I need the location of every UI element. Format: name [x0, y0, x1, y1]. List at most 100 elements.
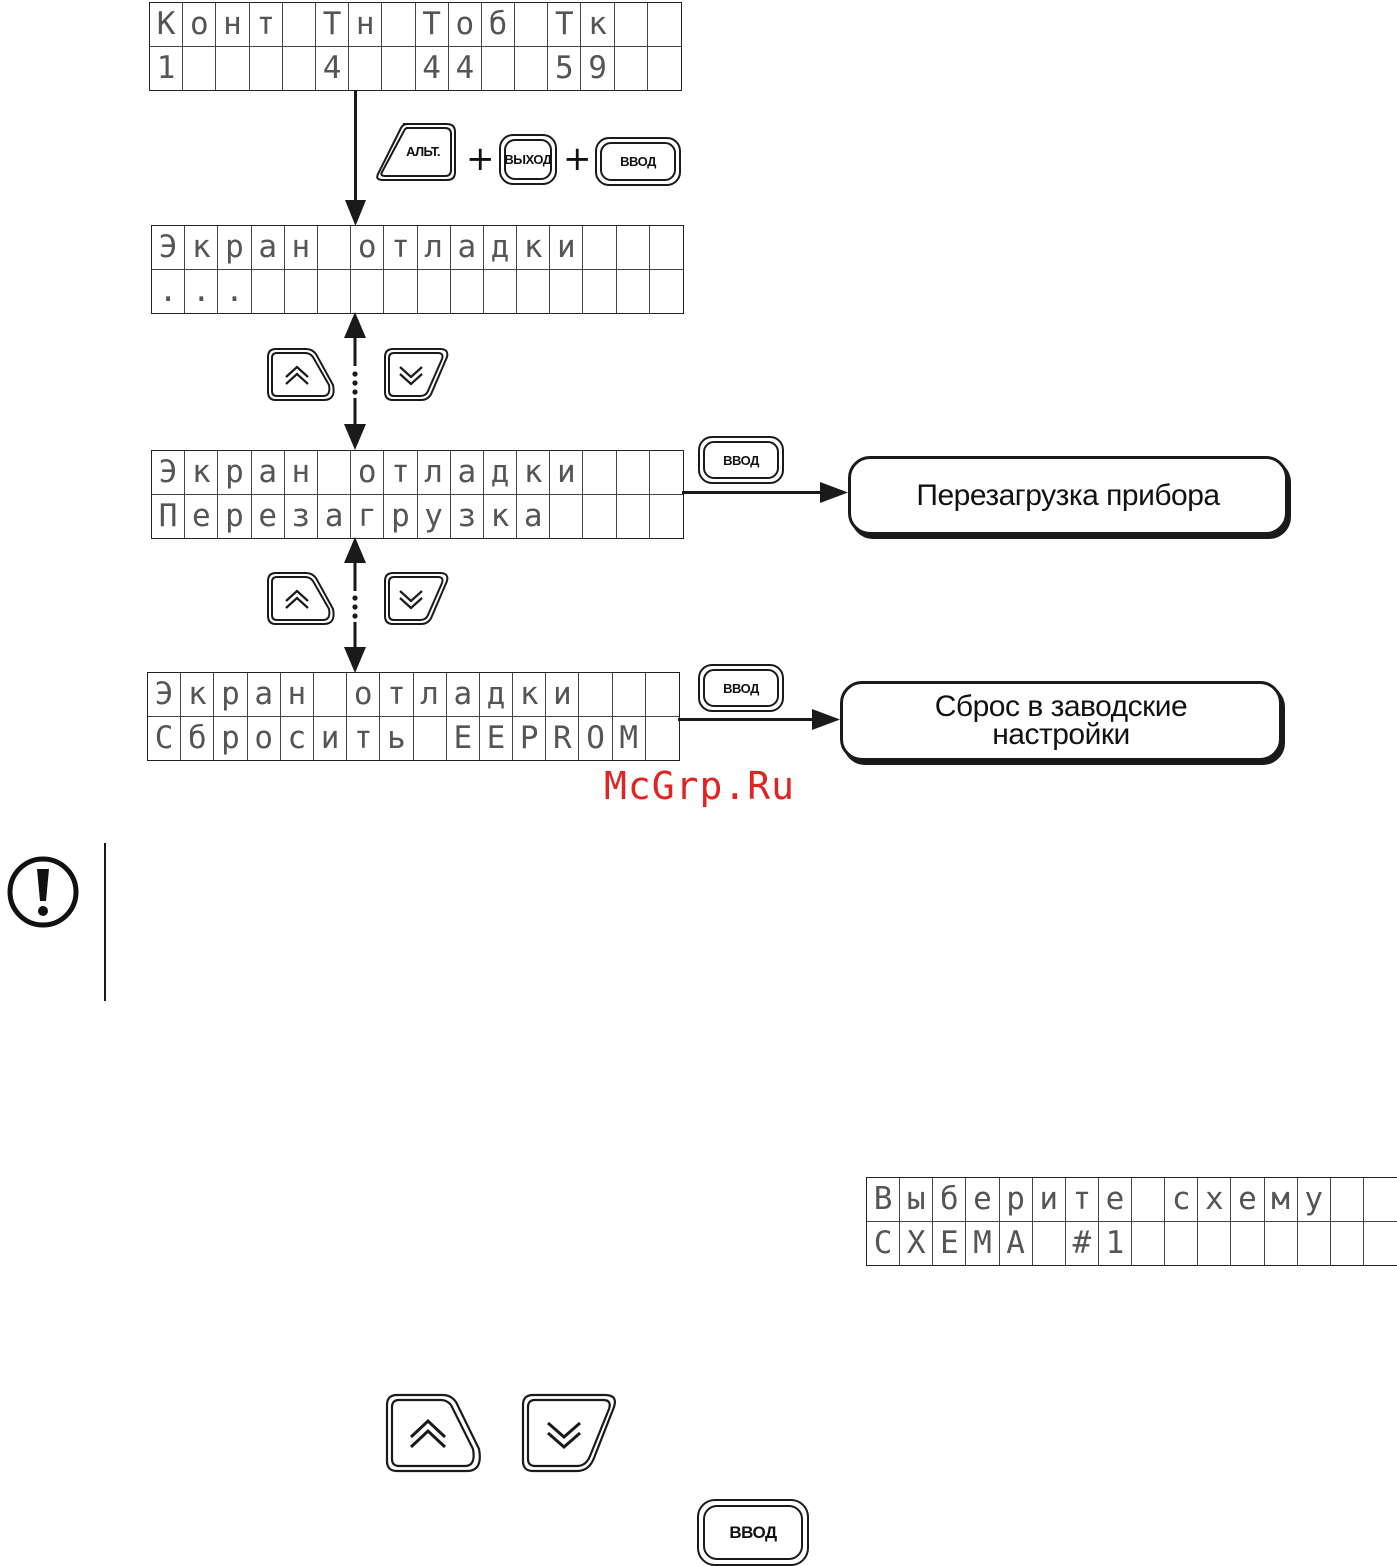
lcd-cell: ь — [380, 717, 413, 760]
down-key-1[interactable] — [383, 347, 450, 402]
lcd-cell — [1331, 1178, 1364, 1222]
lcd-cell: а — [451, 226, 484, 270]
lcd-cell — [517, 270, 550, 313]
lcd-cell: л — [418, 451, 451, 495]
lcd-cell: Т — [316, 3, 349, 47]
lcd-cell: Э — [152, 226, 185, 270]
lcd-cell: к — [484, 495, 517, 538]
lcd-cell: н — [285, 226, 318, 270]
lcd-cell: е — [1099, 1178, 1132, 1222]
lcd-cell: х — [1198, 1178, 1231, 1222]
lcd-cell — [351, 270, 384, 313]
lcd-cell: E — [480, 717, 513, 760]
lcd-cell: E — [447, 717, 480, 760]
lcd-cell: р — [218, 226, 251, 270]
enter-key-reset[interactable]: ВВОД — [698, 664, 784, 712]
lcd-cell — [318, 226, 351, 270]
lcd-cell: у — [418, 495, 451, 538]
lcd-cell: а — [517, 495, 550, 538]
lcd-cell — [583, 495, 616, 538]
lcd-cell: у — [1298, 1178, 1331, 1222]
lcd-cell — [418, 270, 451, 313]
lcd-cell: 4 — [416, 47, 449, 90]
lcd-cell: с — [281, 717, 314, 760]
alt-key[interactable]: АЛЬТ. — [373, 122, 457, 182]
lcd-cell — [314, 673, 347, 717]
lcd-cell — [579, 673, 612, 717]
lcd-cell: А — [1000, 1222, 1033, 1265]
lcd-cell: С — [867, 1222, 900, 1265]
lcd-cell: д — [484, 451, 517, 495]
lcd-cell — [617, 226, 650, 270]
lcd-cell — [650, 495, 683, 538]
lcd-cell: Е — [933, 1222, 966, 1265]
lcd-cell: о — [351, 226, 384, 270]
lcd-cell: а — [252, 226, 285, 270]
lcd-cell: р — [384, 495, 417, 538]
lcd-cell — [617, 451, 650, 495]
lcd-cell — [318, 451, 351, 495]
lcd-cell — [615, 47, 648, 90]
down-key-2[interactable] — [383, 571, 450, 626]
lcd-cell: р — [218, 495, 251, 538]
enter-key-label: ВВОД — [723, 453, 759, 468]
lcd-cell: р — [214, 673, 247, 717]
lcd-cell: M — [613, 717, 646, 760]
lcd-cell: л — [418, 226, 451, 270]
lcd-cell: о — [347, 673, 380, 717]
lcd-cell: 1 — [150, 47, 183, 90]
lcd-cell — [1132, 1178, 1165, 1222]
enter-key-combo[interactable]: ВВОД — [595, 137, 681, 186]
lcd-cell: о — [183, 3, 216, 47]
lcd-cell: е — [1231, 1178, 1264, 1222]
lcd-cell: а — [248, 673, 281, 717]
lcd-cell: б — [933, 1178, 966, 1222]
lcd-cell: . — [152, 270, 185, 313]
lcd-cell: и — [550, 226, 583, 270]
lcd-cell: а — [318, 495, 351, 538]
lcd-cell: P — [513, 717, 546, 760]
down-key-large[interactable] — [521, 1393, 618, 1473]
enter-key-reboot[interactable]: ВВОД — [698, 436, 784, 484]
lcd-cell: к — [517, 226, 550, 270]
lcd-cell: м — [1265, 1178, 1298, 1222]
lcd-cell: д — [480, 673, 513, 717]
lcd-cell — [1331, 1222, 1364, 1265]
lcd-cell — [285, 270, 318, 313]
lcd-cell: о — [351, 451, 384, 495]
lcd-cell: O — [579, 717, 612, 760]
lcd-cell: . — [185, 270, 218, 313]
lcd-cell: г — [351, 495, 384, 538]
up-key-1[interactable] — [266, 347, 336, 402]
lcd-cell — [550, 270, 583, 313]
lcd-cell — [1132, 1222, 1165, 1265]
exit-key[interactable]: ВЫХОД — [499, 134, 557, 185]
lcd-cell — [650, 451, 683, 495]
watermark: McGrp.Ru — [604, 764, 795, 808]
lcd-cell — [648, 47, 681, 90]
lcd-cell — [1364, 1178, 1397, 1222]
lcd-cell: к — [581, 3, 614, 47]
lcd-cell — [1165, 1222, 1198, 1265]
lcd-cell — [1033, 1222, 1066, 1265]
bidirectional-arrow-1 — [344, 312, 366, 450]
lcd-cell: к — [185, 226, 218, 270]
lcd-cell — [384, 270, 417, 313]
up-key-2[interactable] — [266, 571, 336, 626]
up-key-large[interactable] — [385, 1393, 483, 1473]
lcd-cell — [1364, 1222, 1397, 1265]
lcd-cell: н — [281, 673, 314, 717]
reset-bubble-line1: Сброс в заводские — [935, 693, 1187, 721]
arrow-head-right-1 — [820, 482, 848, 503]
lcd-cell — [646, 673, 679, 717]
lcd-cell: Э — [148, 673, 181, 717]
lcd-cell — [1298, 1222, 1331, 1265]
lcd-cell: и — [314, 717, 347, 760]
lcd-cell — [646, 717, 679, 760]
reboot-bubble: Перезагрузка прибора — [848, 456, 1288, 535]
arrow-main-to-debug — [354, 90, 357, 210]
enter-key-large[interactable]: ВВОД — [697, 1499, 809, 1566]
